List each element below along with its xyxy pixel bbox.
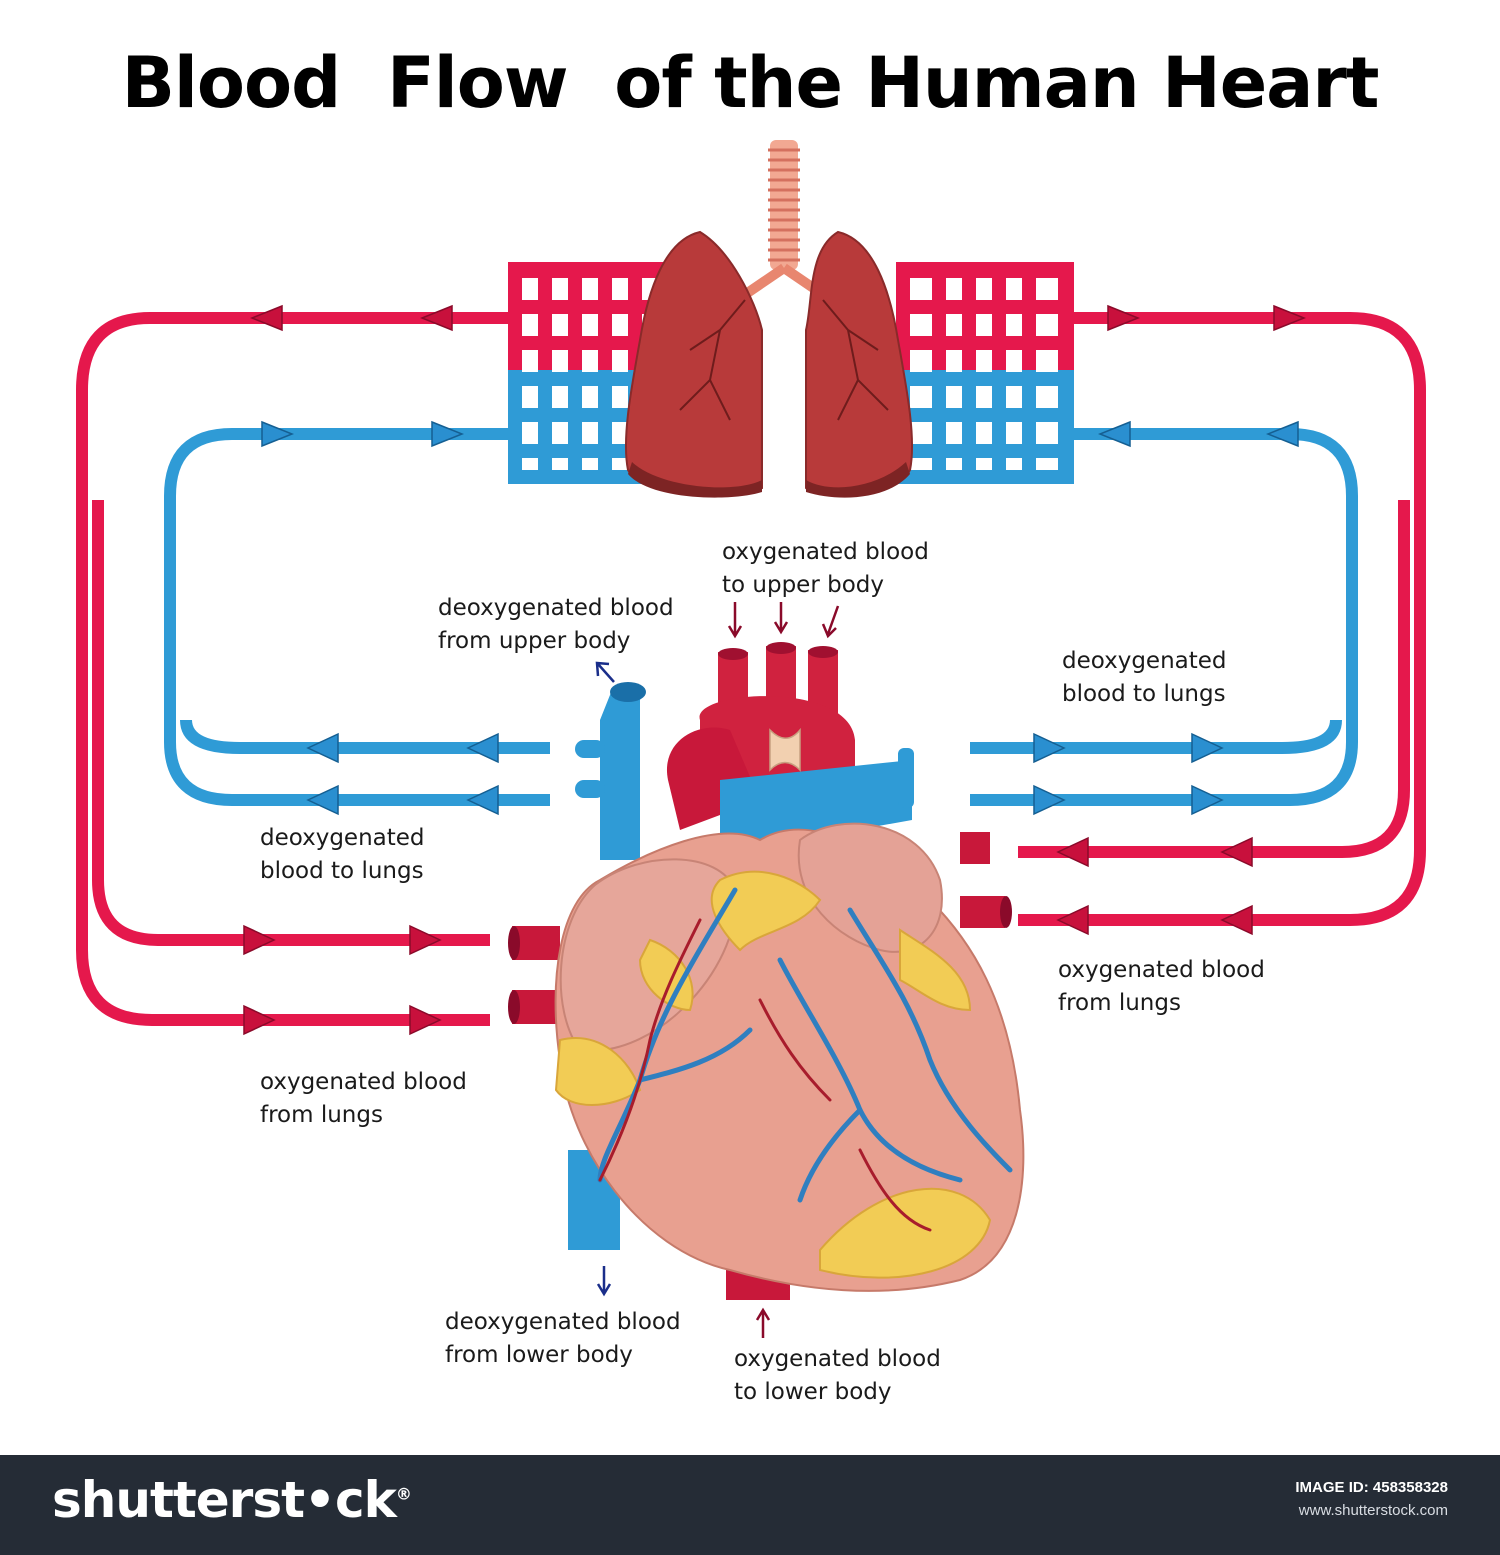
trachea bbox=[737, 140, 831, 303]
label-line: from lungs bbox=[260, 1102, 383, 1128]
label-oxygenated-to-upper-body: oxygenated blood to upper body bbox=[722, 536, 929, 602]
ox-loop-right-outer bbox=[1018, 312, 1426, 926]
coronary-fat bbox=[554, 870, 992, 1279]
pulmonary-veins-right bbox=[960, 832, 990, 864]
label-deoxygenated-to-lungs-right: deoxygenated blood to lungs bbox=[1062, 645, 1227, 711]
label-line: deoxygenated blood bbox=[445, 1309, 681, 1335]
circulation-drawing bbox=[76, 140, 1426, 1338]
deox-loop-right-inner bbox=[970, 719, 1342, 754]
brand-mark: ® bbox=[395, 1484, 412, 1504]
arrow bbox=[1033, 732, 1066, 764]
label-deoxygenated-to-lungs-left: deoxygenated blood to lungs bbox=[260, 822, 425, 888]
label-deoxygenated-from-lower-body: deoxygenated blood from lower body bbox=[445, 1306, 681, 1372]
deox-loop-left-inner bbox=[180, 719, 550, 754]
label-line: oxygenated blood bbox=[260, 1069, 467, 1095]
arrow bbox=[419, 304, 453, 332]
deox-loop-left-outer bbox=[164, 428, 550, 806]
arrow-up-left bbox=[595, 661, 615, 683]
small-flow-arrows bbox=[595, 602, 840, 1338]
label-line: blood to lungs bbox=[1062, 681, 1226, 707]
ox-loop-right-inner bbox=[1018, 500, 1410, 858]
label-line: oxygenated blood bbox=[1058, 957, 1265, 983]
arrow-down bbox=[773, 602, 789, 635]
right-lung bbox=[805, 230, 914, 496]
flow-arrows bbox=[243, 304, 1307, 1036]
arrow bbox=[1107, 304, 1141, 332]
label-line: oxygenated blood bbox=[722, 539, 929, 565]
label-line: deoxygenated bbox=[260, 825, 425, 851]
label-line: from lungs bbox=[1058, 990, 1181, 1016]
label-line: from upper body bbox=[438, 628, 631, 654]
ox-loop-left-outer bbox=[76, 312, 508, 1026]
arrow bbox=[1265, 420, 1299, 448]
oxygenated-vessels bbox=[76, 312, 1426, 1026]
arrow bbox=[306, 784, 339, 816]
left-lung-base bbox=[628, 462, 762, 498]
arrow-up bbox=[755, 1307, 771, 1338]
arrow bbox=[243, 1004, 276, 1036]
label-line: to upper body bbox=[722, 572, 884, 598]
site-url[interactable]: www.shutterstock.com bbox=[1298, 1502, 1448, 1519]
arrow bbox=[306, 732, 339, 764]
arrow bbox=[1220, 904, 1253, 936]
arrow bbox=[1056, 904, 1089, 936]
capillary-grid-right bbox=[896, 262, 1074, 484]
diagram-title: Blood Flow of the Human Heart bbox=[121, 42, 1380, 124]
arrow bbox=[1033, 784, 1066, 816]
arrow bbox=[1273, 304, 1307, 332]
arrow bbox=[1191, 784, 1224, 816]
arrow bbox=[1220, 836, 1253, 868]
arrow bbox=[409, 1004, 442, 1036]
arrow bbox=[409, 924, 442, 956]
arrow bbox=[1097, 420, 1131, 448]
arrow bbox=[1191, 732, 1224, 764]
superior-vena-cava bbox=[600, 690, 640, 860]
right-lung-base bbox=[806, 462, 910, 498]
label-oxygenated-from-lungs-left: oxygenated blood from lungs bbox=[260, 1066, 467, 1132]
ox-loop-left-inner bbox=[92, 500, 490, 946]
arrow-down bbox=[821, 605, 840, 639]
image-id-label: IMAGE ID: bbox=[1295, 1479, 1369, 1496]
left-atrium bbox=[797, 822, 943, 953]
label-oxygenated-from-lungs-right: oxygenated blood from lungs bbox=[1058, 954, 1265, 1020]
label-line: to lower body bbox=[734, 1379, 892, 1405]
heart bbox=[508, 642, 1025, 1300]
label-oxygenated-to-lower-body: oxygenated blood to lower body bbox=[734, 1343, 941, 1409]
label-line: deoxygenated bbox=[1062, 648, 1227, 674]
brand-text: shutterst•ck bbox=[52, 1471, 397, 1529]
label-line: from lower body bbox=[445, 1342, 633, 1368]
label-line: oxygenated blood bbox=[734, 1346, 941, 1372]
image-id-value: 458358328 bbox=[1372, 1479, 1448, 1496]
arrow-down bbox=[727, 602, 743, 639]
arrow-down bbox=[596, 1266, 612, 1297]
arrow bbox=[466, 784, 499, 816]
image-id-block: IMAGE ID: 458358328 www.shutterstock.com bbox=[1295, 1479, 1448, 1519]
arrow bbox=[249, 304, 283, 332]
label-line: blood to lungs bbox=[260, 858, 424, 884]
footer-bar: shutterst•ck® IMAGE ID: 458358328 www.sh… bbox=[0, 1455, 1500, 1555]
deoxygenated-vessels bbox=[164, 428, 1358, 806]
arrow bbox=[261, 420, 295, 448]
arrow bbox=[431, 420, 465, 448]
label-deoxygenated-from-upper-body: deoxygenated blood from upper body bbox=[438, 592, 674, 658]
deox-loop-right-outer bbox=[970, 428, 1358, 806]
arrow bbox=[466, 732, 499, 764]
label-line: deoxygenated blood bbox=[438, 595, 674, 621]
arrow bbox=[1056, 836, 1089, 868]
lungs bbox=[624, 140, 914, 498]
arrow bbox=[243, 924, 276, 956]
brand-logo[interactable]: shutterst•ck® bbox=[52, 1471, 412, 1529]
pulmonary-veins-left bbox=[512, 926, 560, 960]
coronary-vessels bbox=[597, 887, 1013, 1232]
left-lung bbox=[624, 230, 763, 496]
